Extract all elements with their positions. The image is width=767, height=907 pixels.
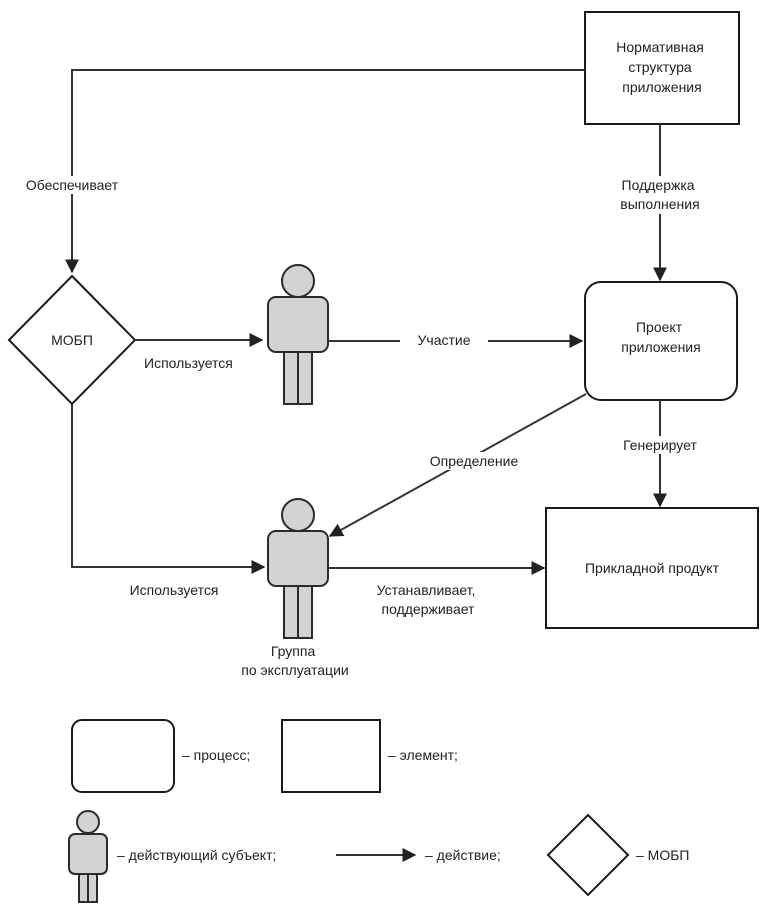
edge-used-bottom-label: Используется (130, 582, 219, 598)
edge-provides-label: Обеспечивает (26, 177, 119, 193)
product-box (545, 507, 759, 629)
edge-generates-label: Генерирует (623, 437, 697, 453)
legend-element-box (281, 719, 381, 793)
normative-structure-label: Нормативная структура приложения (616, 39, 707, 95)
normative-structure-box (584, 11, 740, 125)
legend-process-label: – процесс; (182, 747, 250, 763)
product-label: Прикладной продукт (585, 560, 720, 576)
actor-icon (267, 264, 329, 405)
edge-exec-support-label: Поддержка выполнения (620, 177, 699, 212)
legend-mobp-label: – МОБП (636, 847, 689, 863)
edge-installs-label: Устанавливает, поддерживает (377, 582, 480, 617)
actor-icon (267, 498, 329, 639)
legend-actor-label: – действующий субъект; (117, 847, 276, 863)
edge-used-bottom (71, 404, 266, 574)
edge-participation-label: Участие (418, 332, 471, 348)
edge-used-top-label: Используется (144, 355, 233, 371)
ops-group-label: Группа по эксплуатации (241, 643, 348, 678)
legend-element-label: – элемент; (388, 747, 458, 763)
mobp-label: МОБП (51, 332, 93, 348)
legend-process-box (71, 719, 175, 793)
project-label: Проект приложения (621, 319, 700, 355)
legend-actor-icon (68, 810, 108, 903)
edge-definition-label: Определение (430, 453, 519, 469)
legend-action-label: – действие; (425, 847, 501, 863)
legend-mobp-diamond (546, 813, 630, 897)
edge-provides (65, 69, 585, 274)
